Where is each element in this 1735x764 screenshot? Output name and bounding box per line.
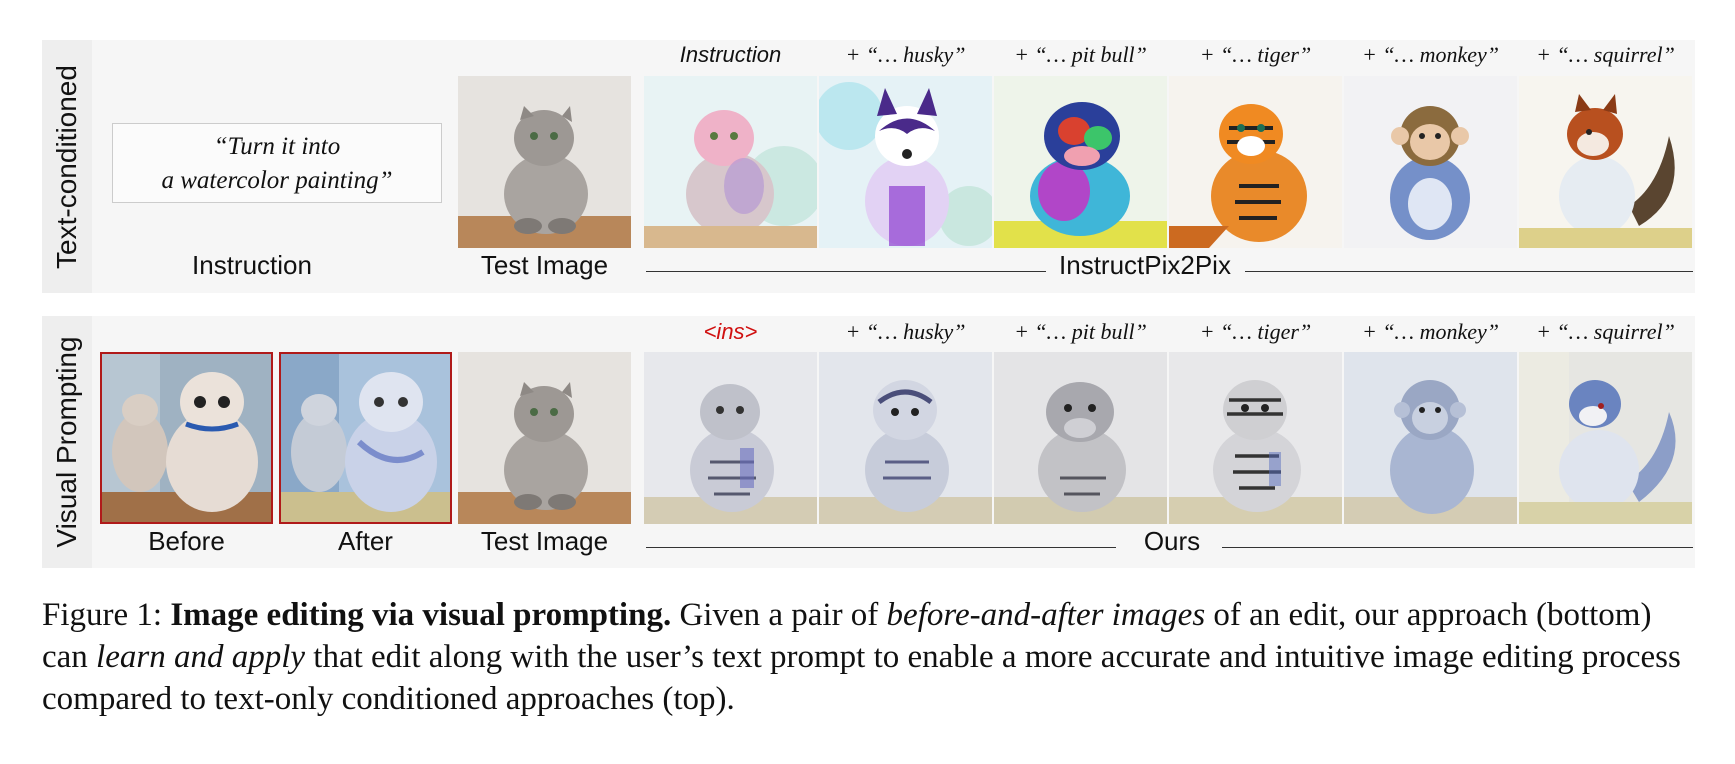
sketch-animal-icon [1519,352,1692,524]
instruction-line-1: “Turn it into [213,133,341,160]
visual-prompting-panel: Visual Prompting <ins> + “… husky” + “… … [42,316,1695,568]
sketch-animal-icon [819,352,992,524]
output-monkey [1344,76,1517,248]
before-image [100,352,273,524]
header-squirrel: + “… squirrel” [1536,319,1675,344]
watercolor-animal-icon [1344,76,1517,248]
side-label-text: Visual Prompting [51,336,82,548]
output-squirrel [1519,76,1692,248]
group-rule-left [646,547,1116,548]
watercolor-animal-icon [819,76,992,248]
watercolor-animal-icon [994,76,1167,248]
header-instruction: Instruction [679,42,782,67]
watercolor-animal-icon [1169,76,1342,248]
sketch-animal-icon [1344,352,1517,524]
output-tiger [1169,76,1342,248]
caption-text-2: of an edit, our approach (bottom) can [42,597,1652,675]
group-rule-left [646,271,1046,272]
header-squirrel: + “… squirrel” [1536,42,1675,67]
header-tiger: + “… tiger” [1199,42,1312,67]
label-test-image: Test Image [480,250,609,280]
test-image-cat [458,352,631,524]
side-label-text-conditioned: Text-conditioned [42,40,92,293]
ours-pit-bull-output [994,352,1167,524]
header-pit-bull: + “… pit bull” [1014,42,1147,67]
header-monkey: + “… monkey” [1361,42,1500,67]
ours-tiger-output [1169,352,1342,524]
label-instruction: Instruction [192,250,312,280]
output-husky [819,76,992,248]
figure-caption: Figure 1: Image editing via visual promp… [42,594,1697,720]
header-pit-bull: + “… pit bull” [1014,319,1147,344]
watercolor-animal-icon [1519,76,1692,248]
instruction-box: “Turn it into a watercolor painting” [112,123,442,203]
label-after: After [338,526,393,556]
label-before: Before [148,526,225,556]
cat-photo-icon [100,352,273,524]
watercolor-animal-icon [279,352,452,524]
text-conditioned-panel: Text-conditioned “Turn it into a waterco… [42,40,1695,293]
sketch-animal-icon [644,352,817,524]
header-monkey: + “… monkey” [1361,319,1500,344]
ours-ins-output [644,352,817,524]
header-ins-token: <ins> [703,319,758,344]
after-image [279,352,452,524]
ours-monkey-output [1344,352,1517,524]
cat-photo-icon [458,76,631,248]
header-husky: + “… husky” [845,42,966,67]
sketch-animal-icon [1169,352,1342,524]
test-image-cat [458,76,631,248]
instruction-line-2: a watercolor painting” [161,167,393,194]
caption-prefix: Figure 1: [42,597,171,633]
sketch-animal-icon [994,352,1167,524]
side-label-visual-prompting: Visual Prompting [42,316,92,568]
caption-bold-title: Image editing via visual prompting. [170,597,672,633]
cat-photo-icon [458,352,631,524]
ours-husky-output [819,352,992,524]
caption-text-1: Given a pair of [671,597,887,633]
group-rule-right [1245,271,1693,272]
label-ours: Ours [1143,526,1201,556]
side-label-text: Text-conditioned [51,64,82,269]
caption-text-3: that edit along with the user’s text pro… [42,639,1681,717]
ours-squirrel-output [1519,352,1692,524]
output-watercolor-cat [644,76,817,248]
group-rule-right [1222,547,1693,548]
header-tiger: + “… tiger” [1199,319,1312,344]
caption-italic-1: before-and-after images [886,597,1206,633]
watercolor-animal-icon [644,76,817,248]
header-husky: + “… husky” [845,319,966,344]
output-pit-bull [994,76,1167,248]
label-instructpix2pix: InstructPix2Pix [1059,250,1231,280]
label-test-image: Test Image [480,526,609,556]
caption-italic-2: learn and apply [96,639,306,675]
